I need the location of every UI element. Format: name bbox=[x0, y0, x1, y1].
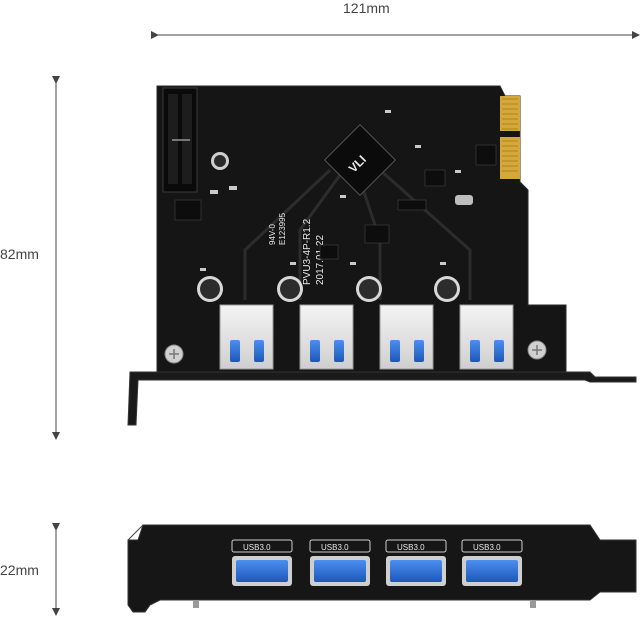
pcie-connector bbox=[500, 96, 520, 179]
usb-port-front-1: USB3.0 bbox=[231, 539, 293, 586]
usb-port-front-2: USB3.0 bbox=[309, 539, 371, 586]
usb-port-front-4: USB3.0 bbox=[461, 539, 523, 586]
width-dimension-label: 121mm bbox=[343, 0, 390, 16]
pcb-board: VLI 94V-0 E123995 PVU3-4P-R1.2 2017.01.2… bbox=[156, 85, 567, 373]
board-cert: E123995 bbox=[278, 212, 287, 245]
board-date: 2017.01.22 bbox=[315, 235, 326, 285]
usb-ports-front: USB3.0 USB3.0 USB3.0 USB3.0 bbox=[231, 539, 523, 586]
mounting-screw-right bbox=[527, 340, 547, 360]
svg-text:USB3.0: USB3.0 bbox=[473, 543, 501, 552]
mounting-screw-left bbox=[164, 344, 184, 364]
usb-port-top-2 bbox=[299, 304, 354, 370]
svg-text:USB3.0: USB3.0 bbox=[243, 543, 271, 552]
bracket-height-dimension-label: 22mm bbox=[0, 562, 39, 578]
controller-chip: VLI bbox=[323, 123, 397, 197]
board-rating: 94V-0 bbox=[268, 224, 277, 245]
usb-ports-top bbox=[219, 304, 514, 370]
usb-port-top-4 bbox=[459, 304, 514, 370]
height-dimension-label: 82mm bbox=[0, 246, 39, 262]
bracket-edge-top bbox=[127, 371, 637, 426]
svg-text:USB3.0: USB3.0 bbox=[321, 543, 349, 552]
capacitors bbox=[197, 152, 460, 302]
board-revision: PVU3-4P-R1.2 bbox=[302, 218, 313, 285]
bracket-front bbox=[127, 524, 637, 613]
usb-port-top-3 bbox=[379, 304, 434, 370]
usb-port-front-3: USB3.0 bbox=[385, 539, 447, 586]
svg-text:USB3.0: USB3.0 bbox=[397, 543, 425, 552]
usb-port-top-1 bbox=[219, 304, 274, 370]
